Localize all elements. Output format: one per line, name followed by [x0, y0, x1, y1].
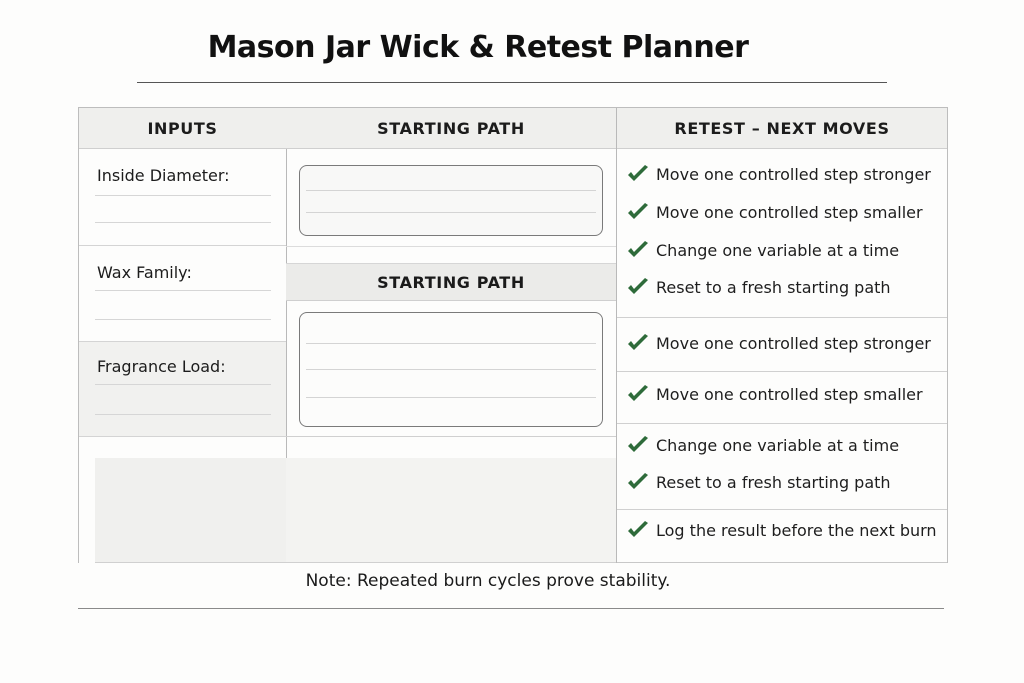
retest-item-label: Change one variable at a time [656, 240, 900, 260]
retest-item[interactable]: Reset to a fresh starting path [626, 472, 891, 492]
checkmark-icon [628, 385, 648, 401]
footer-divider [78, 608, 944, 609]
divider [617, 509, 947, 510]
footer-note: Note: Repeated burn cycles prove stabili… [305, 571, 671, 591]
write-line [95, 195, 271, 196]
blank-area [286, 458, 616, 563]
checkmark-icon [628, 473, 648, 489]
starting-path-column: STARTING PATH STARTING PATH [286, 108, 617, 563]
page-title: Mason Jar Wick & Retest Planner [207, 30, 749, 65]
checkmark-icon [628, 241, 648, 257]
write-line [95, 319, 271, 320]
write-line [306, 190, 596, 191]
checkmark-icon [628, 203, 648, 219]
divider [617, 562, 947, 563]
checkmark-icon [628, 436, 648, 452]
inputs-header: INPUTS [79, 108, 286, 149]
write-line [95, 290, 271, 291]
write-line [95, 414, 271, 415]
checkmark-icon [628, 521, 648, 537]
planner-table: INPUTS Inside Diameter: Wax Family: Frag… [78, 107, 948, 563]
retest-item-label: Change one variable at a time [656, 435, 900, 455]
retest-column: RETEST – NEXT MOVES Move one controlled … [617, 108, 947, 563]
inputs-column: INPUTS Inside Diameter: Wax Family: Frag… [79, 108, 287, 563]
retest-item-label: Move one controlled step smaller [656, 202, 923, 222]
starting-path-box-1[interactable] [299, 165, 603, 236]
inside-diameter-label: Inside Diameter: [97, 166, 230, 185]
retest-header: RETEST – NEXT MOVES [617, 108, 947, 149]
retest-item[interactable]: Move one controlled step stronger [626, 164, 931, 184]
starting-path-box-2[interactable] [299, 312, 603, 427]
fragrance-load-label: Fragrance Load: [97, 357, 226, 376]
divider [286, 246, 616, 247]
retest-item[interactable]: Move one controlled step smaller [626, 384, 923, 404]
write-line [306, 397, 596, 398]
write-line [95, 222, 271, 223]
starting-path-subheader: STARTING PATH [286, 263, 616, 301]
retest-item[interactable]: Change one variable at a time [626, 435, 899, 455]
retest-item[interactable]: Log the result before the next burn [626, 520, 937, 540]
inside-diameter-field[interactable]: Inside Diameter: [79, 149, 286, 246]
divider [617, 423, 947, 424]
blank-area [95, 458, 286, 563]
write-line [306, 369, 596, 370]
divider [617, 371, 947, 372]
fragrance-load-field[interactable]: Fragrance Load: [79, 342, 286, 437]
retest-item[interactable]: Reset to a fresh starting path [626, 277, 891, 297]
divider [286, 436, 616, 437]
retest-item-label: Move one controlled step stronger [656, 333, 931, 353]
checkmark-icon [628, 334, 648, 350]
divider [617, 317, 947, 318]
retest-item-label: Move one controlled step stronger [656, 164, 931, 184]
checkmark-icon [628, 278, 648, 294]
wax-family-label: Wax Family: [97, 263, 192, 282]
starting-path-header: STARTING PATH [286, 108, 616, 149]
retest-item-label: Log the result before the next burn [656, 520, 937, 540]
retest-item[interactable]: Change one variable at a time [626, 240, 899, 260]
retest-item-label: Move one controlled step smaller [656, 384, 923, 404]
checkmark-icon [628, 165, 648, 181]
write-line [95, 384, 271, 385]
write-line [306, 212, 596, 213]
retest-item-label: Reset to a fresh starting path [656, 277, 891, 297]
write-line [306, 343, 596, 344]
title-divider [137, 82, 887, 83]
retest-item[interactable]: Move one controlled step smaller [626, 202, 923, 222]
retest-item-label: Reset to a fresh starting path [656, 472, 891, 492]
retest-item[interactable]: Move one controlled step stronger [626, 333, 931, 353]
wax-family-field[interactable]: Wax Family: [79, 246, 286, 342]
